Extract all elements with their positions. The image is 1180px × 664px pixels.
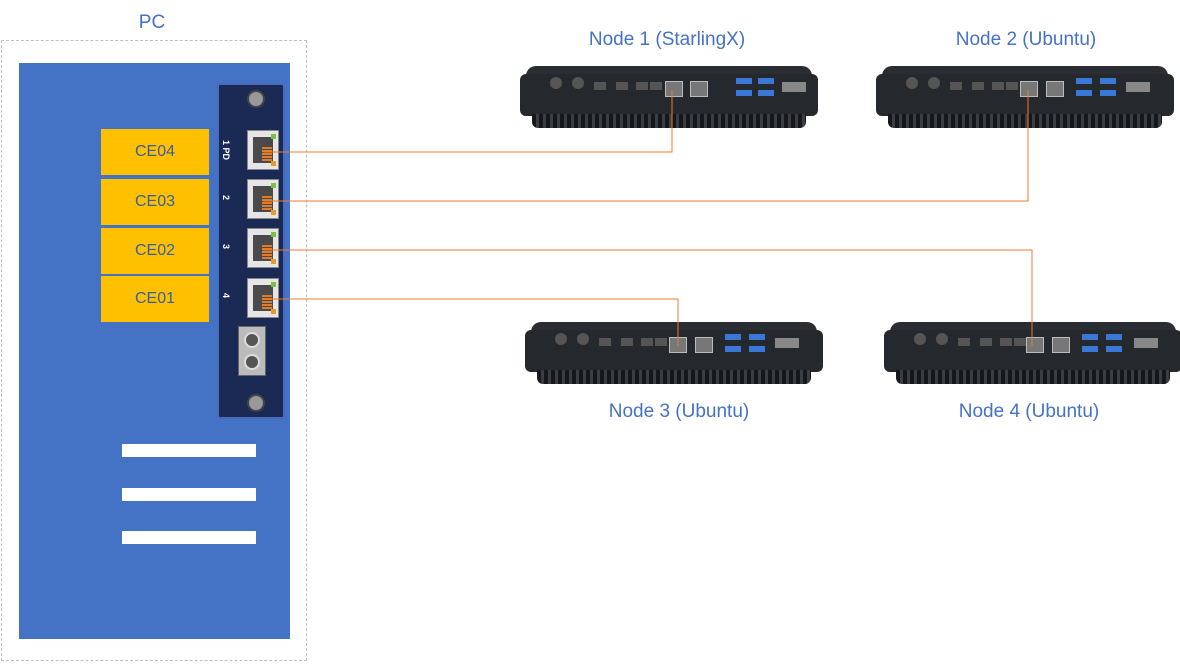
pc-vent — [122, 444, 256, 457]
node-1-label: Node 1 (StarlingX) — [588, 29, 746, 50]
ethernet-port — [247, 278, 279, 318]
cable-ce03-node2 — [263, 90, 1029, 202]
sfp-module — [238, 326, 266, 376]
node-2-label: Node 2 (Ubuntu) — [955, 29, 1097, 50]
node-1-device — [520, 66, 818, 130]
node-3-device — [525, 322, 823, 386]
ce-port-box: CE01 — [101, 276, 209, 322]
port-number: 1 PD — [221, 140, 231, 161]
ethernet-port — [247, 130, 279, 170]
port-number: 4 — [221, 293, 231, 299]
cable-ce01-node3 — [263, 298, 679, 346]
ce-port-box: CE03 — [101, 179, 209, 225]
port-number: 3 — [221, 244, 231, 250]
ce-port-box: CE04 — [101, 129, 209, 175]
pc-vent — [122, 531, 256, 544]
pc-vent — [122, 488, 256, 501]
screw-icon — [247, 394, 265, 412]
cable-ce02-node4 — [263, 249, 1033, 346]
cable-ce04-node1 — [263, 90, 673, 153]
node-2-device — [876, 66, 1174, 130]
port-number: 2 — [221, 195, 231, 201]
pc-frame — [1, 40, 307, 661]
node-3-label: Node 3 (Ubuntu) — [608, 401, 750, 422]
node-4-label: Node 4 (Ubuntu) — [958, 401, 1100, 422]
ce-port-box: CE02 — [101, 228, 209, 274]
pc-label: PC — [138, 12, 166, 33]
ethernet-port — [247, 179, 279, 219]
ethernet-port — [247, 228, 279, 268]
screw-icon — [247, 90, 265, 108]
